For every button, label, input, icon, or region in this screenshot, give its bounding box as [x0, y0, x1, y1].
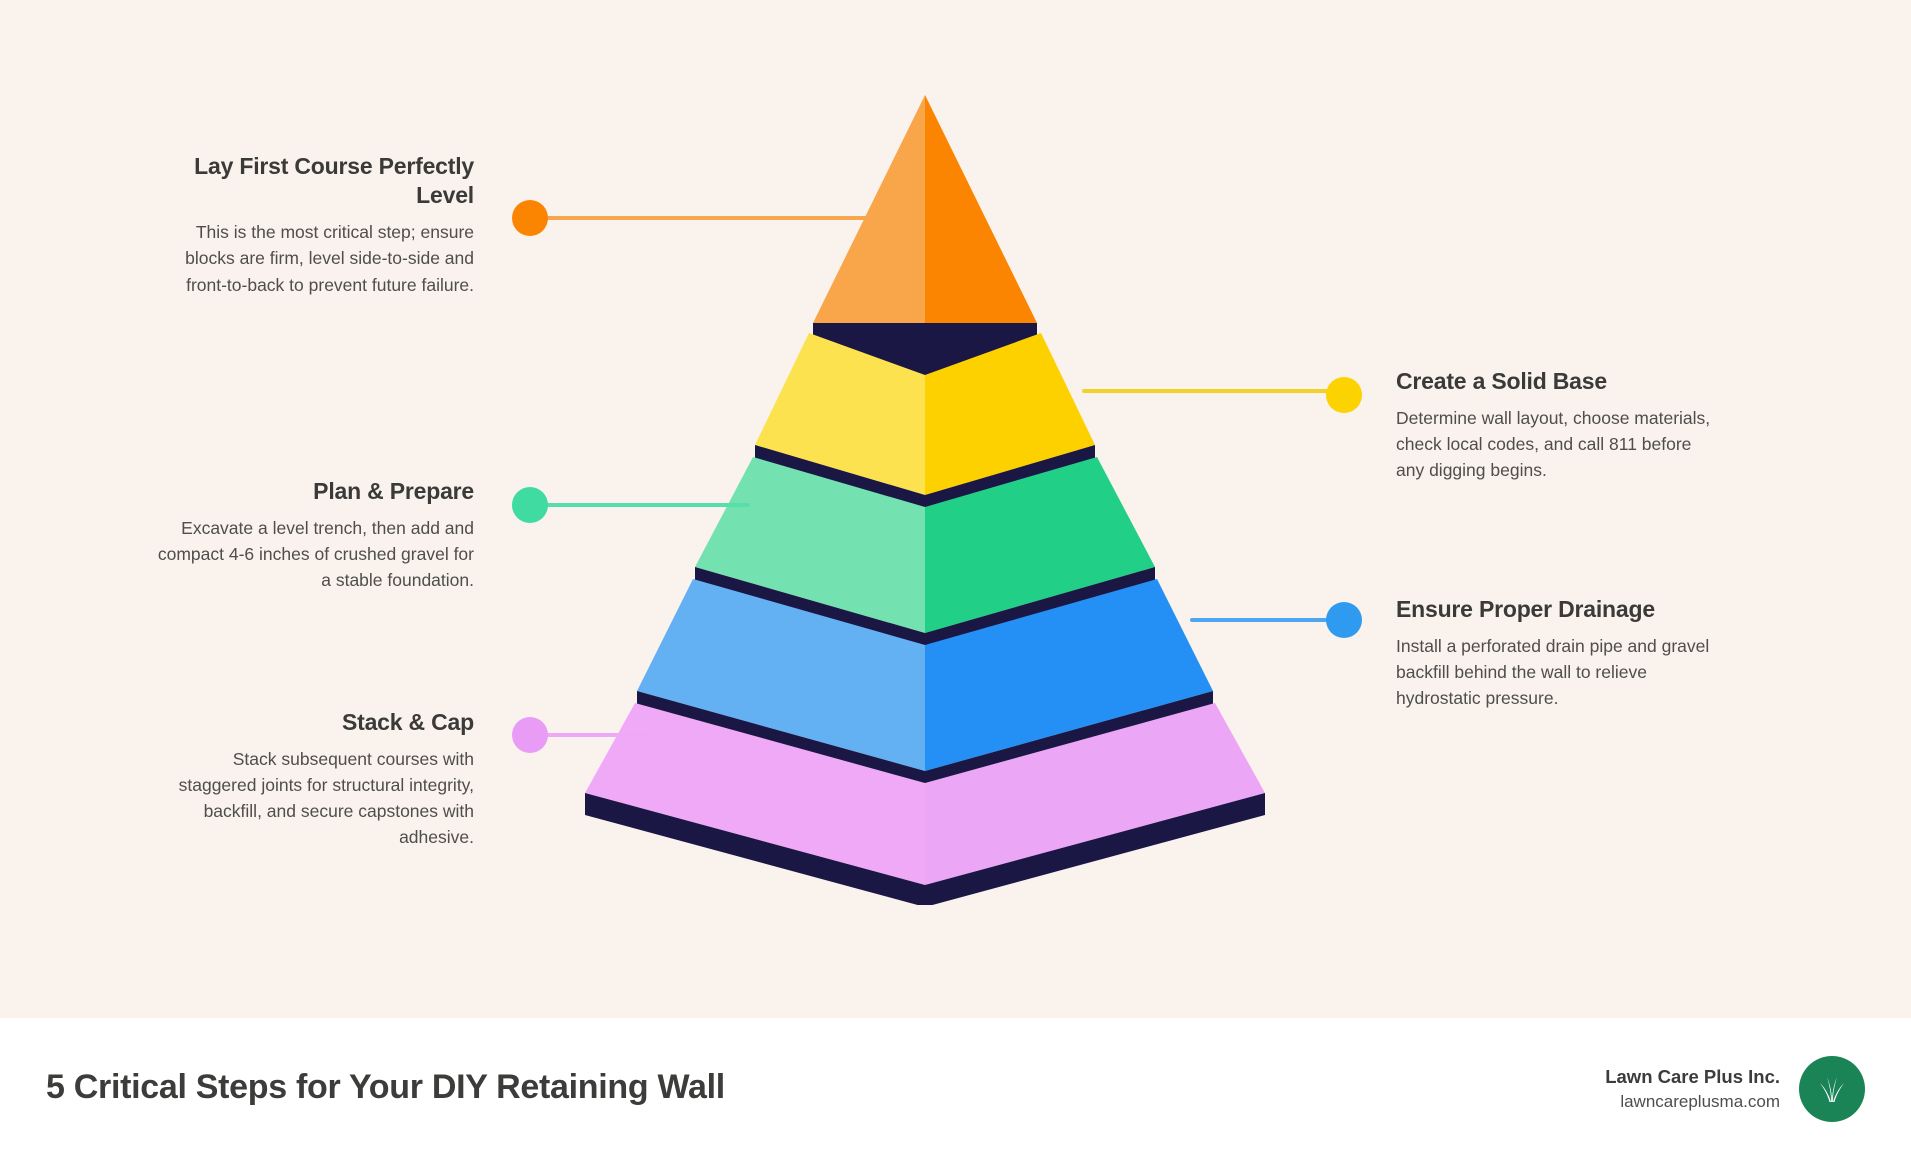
layer-face-right — [925, 95, 1037, 363]
callout-body: Stack subsequent courses with staggered … — [178, 749, 474, 848]
callout-body: This is the most critical step; ensure b… — [185, 222, 474, 295]
brand-block[interactable]: Lawn Care Plus Inc. lawncareplusma.com — [1605, 1056, 1865, 1122]
pyramid-svg — [585, 95, 1265, 905]
callout-body: Excavate a level trench, then add and co… — [157, 518, 474, 591]
connector-line-lay-first-course — [540, 216, 880, 220]
callout-body: Determine wall layout, choose materials,… — [1396, 408, 1711, 481]
callout-create-solid-base[interactable]: Create a Solid Base Determine wall layou… — [1396, 367, 1716, 483]
infographic-stage: Lay First Course Perfectly Level This is… — [0, 0, 1911, 1018]
callout-lay-first-course[interactable]: Lay First Course Perfectly Level This is… — [154, 152, 474, 298]
connector-dot-ensure-drainage[interactable] — [1326, 602, 1362, 638]
connector-line-create-solid-base — [1082, 389, 1354, 393]
layer-face-right — [925, 333, 1095, 495]
brand-text: Lawn Care Plus Inc. lawncareplusma.com — [1605, 1065, 1780, 1114]
callout-title: Lay First Course Perfectly Level — [194, 153, 474, 209]
pyramid-layer-create-solid-base[interactable] — [755, 333, 1095, 517]
callout-title: Plan & Prepare — [313, 478, 474, 504]
pyramid-layer-lay-first-course[interactable] — [813, 95, 1037, 385]
brand-logo[interactable] — [1799, 1056, 1865, 1122]
callout-title: Ensure Proper Drainage — [1396, 596, 1655, 622]
brand-url[interactable]: lawncareplusma.com — [1620, 1091, 1780, 1111]
layer-face-left — [695, 457, 925, 633]
connector-line-ensure-drainage — [1190, 618, 1354, 622]
pyramid-diagram — [585, 95, 1265, 905]
layer-face-right — [925, 703, 1265, 885]
grass-icon — [1820, 1077, 1844, 1102]
callout-body: Install a perforated drain pipe and grav… — [1396, 636, 1710, 709]
connector-dot-create-solid-base[interactable] — [1326, 377, 1362, 413]
connector-line-stack-cap — [540, 733, 652, 737]
callout-plan-prepare[interactable]: Plan & Prepare Excavate a level trench, … — [154, 477, 474, 593]
layer-face-left — [755, 333, 925, 495]
connector-line-plan-prepare — [540, 503, 750, 507]
connector-dot-plan-prepare[interactable] — [512, 487, 548, 523]
connector-dot-lay-first-course[interactable] — [512, 200, 548, 236]
callout-title: Create a Solid Base — [1396, 368, 1607, 394]
layer-band — [813, 323, 1037, 385]
footer-title: 5 Critical Steps for Your DIY Retaining … — [46, 1068, 725, 1106]
layer-face-left — [585, 703, 925, 885]
connector-dot-stack-cap[interactable] — [512, 717, 548, 753]
layer-face-left — [637, 579, 925, 771]
callout-ensure-drainage[interactable]: Ensure Proper Drainage Install a perfora… — [1396, 595, 1716, 711]
layer-band — [585, 793, 1265, 905]
pyramid-layer-stack-cap[interactable] — [585, 703, 1265, 905]
callout-stack-cap[interactable]: Stack & Cap Stack subsequent courses wit… — [154, 708, 475, 850]
layer-face-right — [925, 579, 1213, 771]
layer-face-right — [925, 457, 1155, 633]
callout-title: Stack & Cap — [341, 709, 474, 735]
footer-bar: 5 Critical Steps for Your DIY Retaining … — [0, 1018, 1911, 1160]
brand-name: Lawn Care Plus Inc. — [1605, 1065, 1780, 1087]
layer-face-left — [813, 95, 925, 363]
